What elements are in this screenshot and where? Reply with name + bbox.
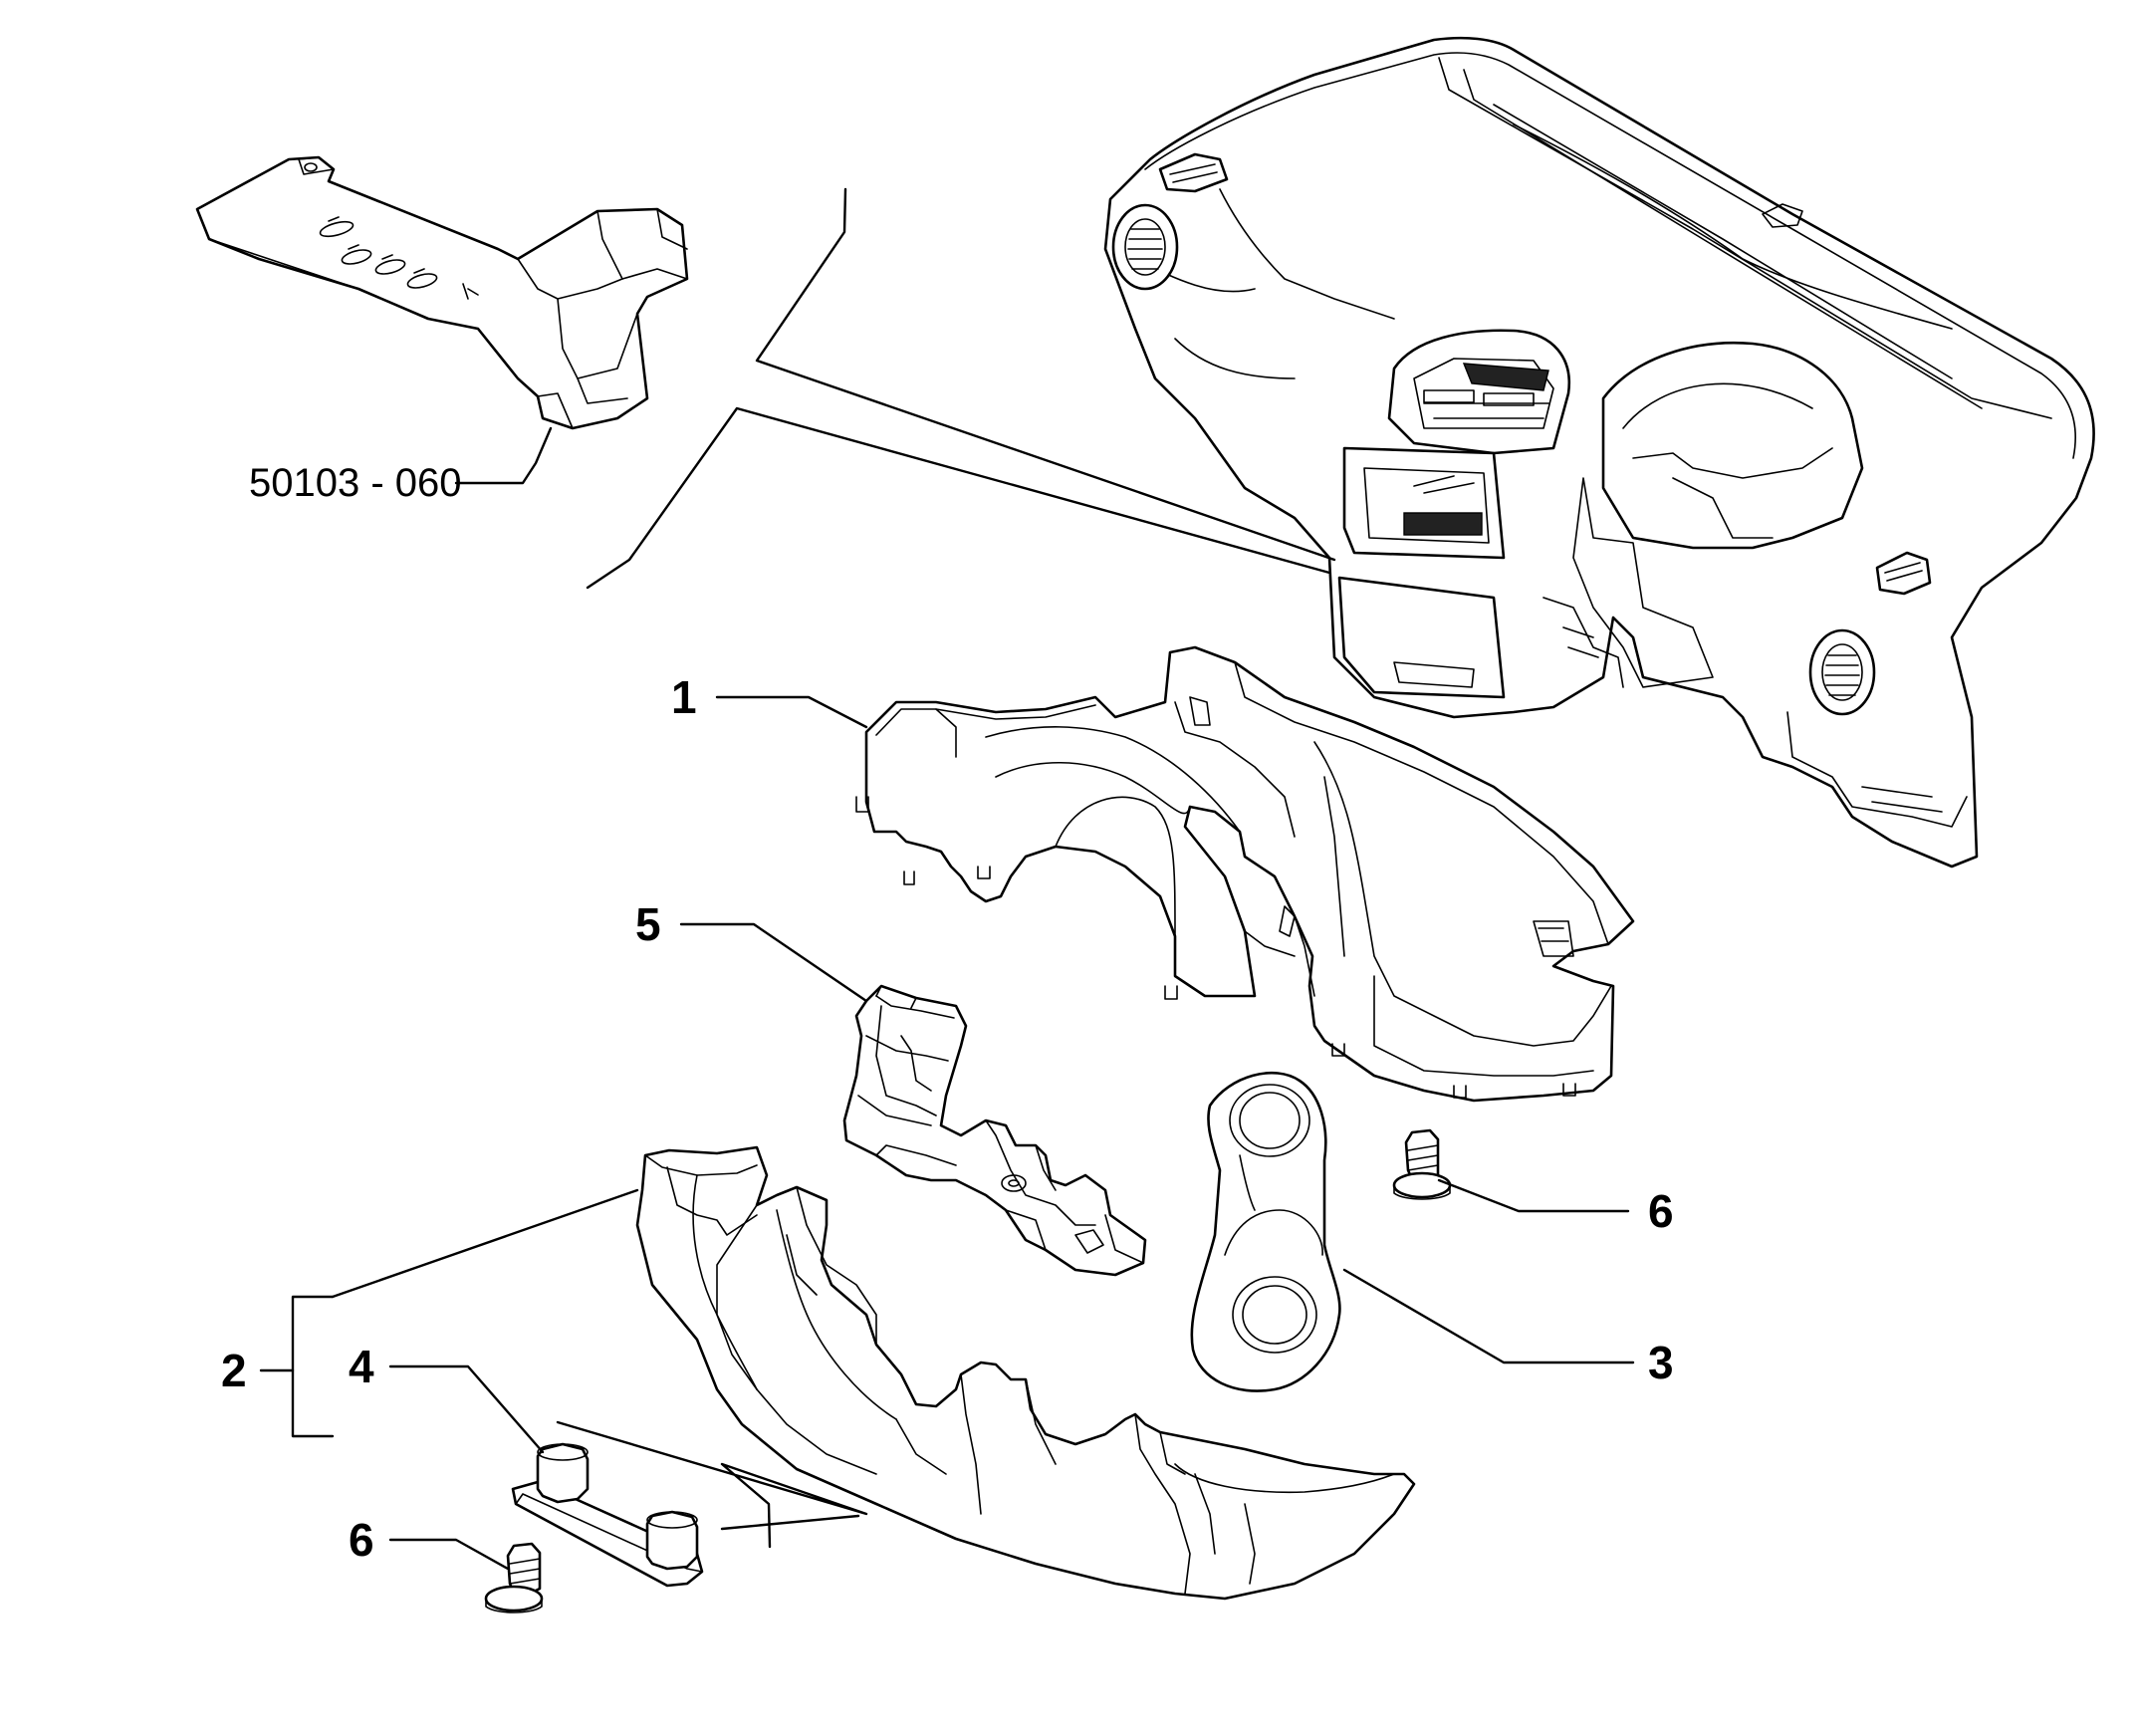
callout-6a: 6 [1648,1185,1674,1237]
callout-2-bracket [291,1295,335,1438]
assembly-indicator-lines [556,187,1336,1549]
callout-5: 5 [635,898,661,950]
support-bracket [842,984,1147,1277]
callout-6b: 6 [349,1514,374,1566]
switch-trim-bezel [1190,1072,1341,1392]
dashboard-assembly [1103,36,2095,868]
reference-label: 50103 - 060 [249,461,462,505]
ref-leader [454,426,553,485]
screw-right [1392,1128,1452,1200]
air-duct-part [195,155,689,430]
callout-4: 4 [349,1341,374,1392]
upper-steering-column-shroud [855,645,1635,1103]
callout-1-leader [715,695,868,729]
callout-5-leader [679,922,868,1003]
mounting-bracket [511,1442,704,1588]
callout-1: 1 [671,671,697,723]
callout-3: 3 [1648,1337,1674,1388]
callout-3-leader [1342,1268,1635,1364]
lower-steering-column-shroud [635,1145,1416,1601]
callout-2: 2 [221,1345,247,1396]
screw-lower [484,1542,544,1613]
callout-6b-leader [388,1538,510,1571]
callout-6a-leader [1437,1178,1630,1213]
callout-4-leader [388,1364,545,1454]
callout-2-leader [331,1188,639,1299]
